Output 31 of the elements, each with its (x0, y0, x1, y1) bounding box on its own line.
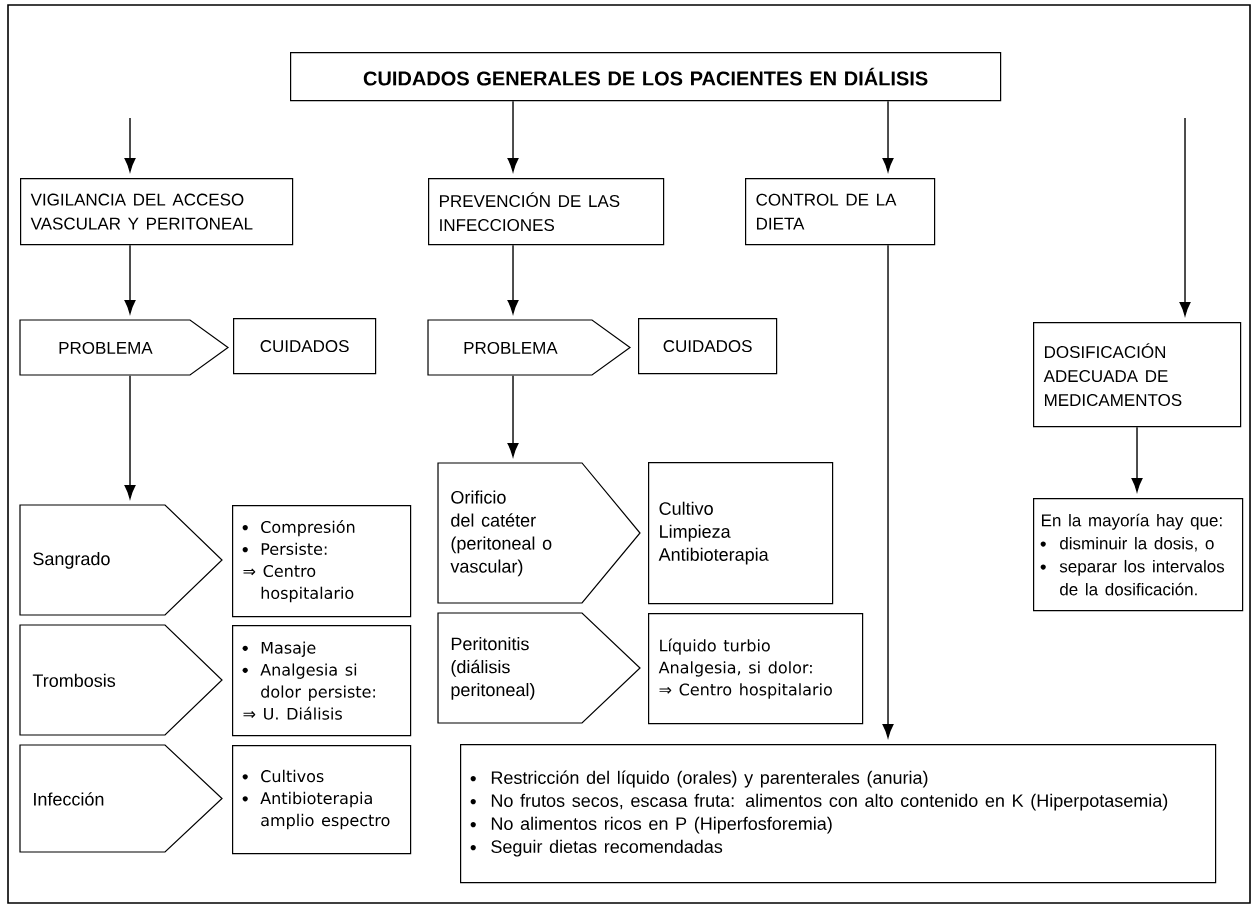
problem-pentagon: Orificio del catéter (peritoneal o vascular) (437, 462, 641, 604)
arrow (124, 375, 136, 499)
arrow (882, 244, 894, 738)
process-box: CUIDADOS (638, 318, 778, 375)
process-box: Cultivos Antibioterapia amplio espectro (232, 745, 412, 855)
arrow (507, 375, 519, 457)
arrow (1179, 117, 1191, 316)
problem-pentagon: PROBLEMA (427, 319, 632, 376)
process-box: Masaje Analgesia si dolor persiste: ⇒ U. Diálisis (232, 625, 412, 737)
process-box: PREVENCIÓN DE LAS INFECCIONES (428, 178, 665, 246)
problem-pentagon: Sangrado (19, 504, 223, 616)
arrow (882, 100, 894, 172)
problem-pentagon: PROBLEMA (19, 319, 230, 376)
process-box: VIGILANCIA DEL ACCESO VASCULAR Y PERITONEAL (20, 178, 294, 246)
problem-pentagon: Infección (19, 744, 223, 853)
arrow (124, 244, 136, 314)
problem-pentagon: Trombosis (19, 624, 223, 736)
arrow (1131, 426, 1143, 492)
process-box: CUIDADOS (233, 318, 377, 375)
title-box: CUIDADOS GENERALES DE LOS PACIENTES EN DIÁLISIS (290, 52, 1002, 102)
process-box: DOSIFICACIÓN ADECUADA DE MEDICAMENTOS (1033, 322, 1242, 428)
process-box: CONTROL DE LA DIETA (745, 178, 936, 246)
problem-pentagon: Peritonitis (diálisis peritoneal) (437, 612, 641, 724)
process-box: Cultivo Limpieza Antibioterapia (648, 462, 834, 605)
process-box: En la mayoría hay que: disminuir la dosis, o separar los intervalos de la dosificación. (1033, 498, 1244, 612)
process-box: Líquido turbio Analgesia, si dolor: ⇒ Centro hospitalario (648, 613, 864, 725)
process-box: Compresión Persiste: ⇒ Centro hospitalario (232, 505, 412, 618)
arrow (124, 117, 136, 172)
arrow (507, 100, 519, 172)
arrow (507, 244, 519, 314)
process-box: Restricción del líquido (orales) y parenterales (anuria) No frutos secos, escasa fruta: alimentos con alto contenido en K (Hiperpotasemia) No alimentos ricos en P (Hiperfosforemia) Seguir dietas recomendadas (460, 744, 1217, 884)
